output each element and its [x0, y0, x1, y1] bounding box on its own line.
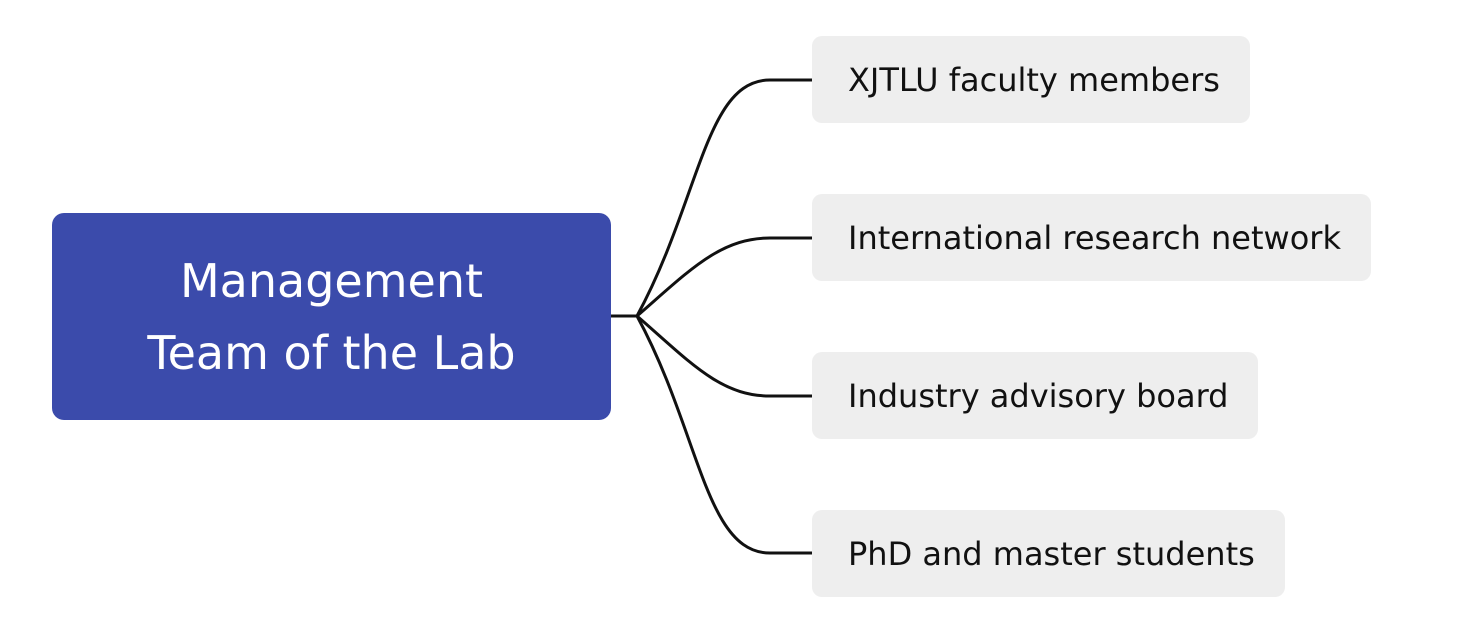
- root-node: Management Team of the Lab: [52, 213, 611, 420]
- child-node-students: PhD and master students: [812, 510, 1285, 597]
- child-node-faculty: XJTLU faculty members: [812, 36, 1250, 123]
- child-node-network: International research network: [812, 194, 1371, 281]
- child-label-faculty: XJTLU faculty members: [848, 60, 1220, 99]
- branch-to-students: [635, 315, 812, 555]
- root-label-line-1: Management: [179, 253, 484, 308]
- child-label-students: PhD and master students: [848, 534, 1255, 573]
- branch-to-faculty: [635, 78, 812, 317]
- root-label: Management Team of the Lab: [52, 245, 611, 389]
- branch-to-advisory: [636, 314, 812, 398]
- child-label-advisory: Industry advisory board: [848, 376, 1229, 415]
- branch-to-network: [636, 236, 812, 318]
- child-node-advisory: Industry advisory board: [812, 352, 1259, 439]
- root-label-line-2: Team of the Lab: [147, 325, 516, 380]
- child-label-network: International research network: [848, 218, 1341, 257]
